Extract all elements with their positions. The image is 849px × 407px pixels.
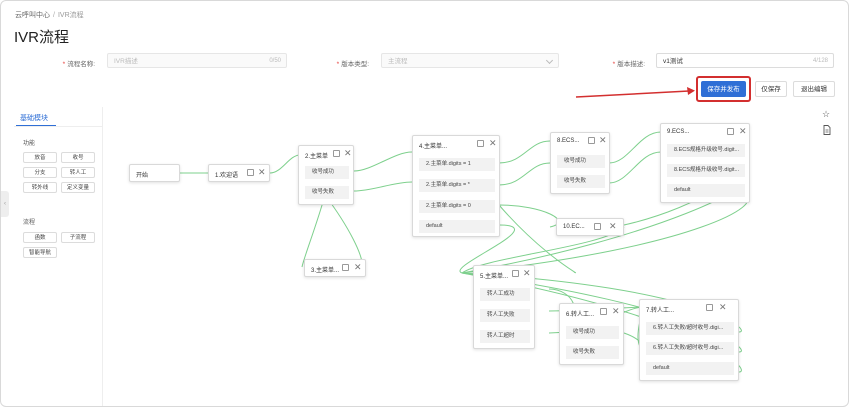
- branch-row[interactable]: 收号失败: [305, 186, 349, 199]
- document-icon[interactable]: [823, 125, 831, 137]
- flow-node-4[interactable]: 4.主菜单... ✕ 2.主菜单.digits = 1 2.主菜单.digits…: [412, 135, 500, 237]
- edit-icon[interactable]: [333, 150, 340, 157]
- flow-node-6[interactable]: 6.转人工... ✕ 收号成功 收号失败: [559, 303, 624, 365]
- breadcrumb: 云呼叫中心/IVR流程: [15, 10, 84, 20]
- close-icon[interactable]: ✕: [599, 135, 607, 145]
- close-icon[interactable]: ✕: [523, 268, 531, 278]
- flow-node-7[interactable]: 7.转人工... ✕ 6.转人工失败/超时收号.digi... 6.转人工失败/…: [639, 299, 739, 381]
- branch-row[interactable]: 6.转人工失败/超时收号.digi...: [646, 342, 734, 355]
- breadcrumb-separator: /: [53, 12, 55, 19]
- module-transfer-agent[interactable]: 转人工: [61, 167, 95, 178]
- close-icon[interactable]: ✕: [258, 167, 266, 177]
- save-and-publish-button[interactable]: 保存并发布: [701, 81, 746, 97]
- flow-node-3[interactable]: 3.主菜单... ✕: [304, 259, 366, 277]
- branch-row[interactable]: 转人工成功: [480, 288, 530, 301]
- version-desc-label: *版本描述:: [612, 61, 645, 68]
- flow-canvas[interactable]: ☆ 开始 1.欢迎语 ✕ 2.主菜单 ✕ 收号成功 收号失败 3.主菜单... …: [104, 107, 848, 406]
- edit-icon[interactable]: [588, 137, 595, 144]
- flow-section-title: 流程: [23, 220, 36, 226]
- edit-icon[interactable]: [706, 304, 713, 311]
- collapse-handle[interactable]: ‹: [1, 191, 9, 217]
- module-smart-navigation[interactable]: 智能导航: [23, 247, 57, 258]
- edit-icon[interactable]: [342, 264, 349, 271]
- branch-row[interactable]: 转人工超时: [480, 330, 530, 343]
- connector-lines: [180, 131, 749, 373]
- flow-name-label: *流程名称:: [62, 61, 95, 68]
- module-branch[interactable]: 分支: [23, 167, 57, 178]
- edit-icon[interactable]: [727, 128, 734, 135]
- flow-node-5[interactable]: 5.主菜单... ✕ 转人工成功 转人工失败 转人工超时: [473, 265, 535, 349]
- flow-node-2[interactable]: 2.主菜单 ✕ 收号成功 收号失败: [298, 145, 354, 205]
- module-define-variable[interactable]: 定义变量: [61, 182, 95, 193]
- flow-node-10[interactable]: 10.EC... ✕: [556, 218, 624, 236]
- branch-row[interactable]: 转人工失败: [480, 309, 530, 322]
- exit-edit-button[interactable]: 退出编辑: [793, 81, 835, 97]
- branch-row[interactable]: 2.主菜单.digits = 0: [419, 200, 495, 213]
- branch-row[interactable]: 收号成功: [566, 326, 619, 339]
- annotation-highlight-box: [696, 76, 751, 102]
- close-icon[interactable]: ✕: [609, 221, 617, 231]
- module-function[interactable]: 函数: [23, 232, 57, 243]
- module-transfer-external[interactable]: 转外线: [23, 182, 57, 193]
- breadcrumb-current: IVR流程: [57, 12, 84, 19]
- branch-row[interactable]: 收号成功: [557, 155, 605, 168]
- breadcrumb-root[interactable]: 云呼叫中心: [15, 12, 50, 19]
- save-only-button[interactable]: 仅保存: [755, 81, 787, 97]
- flow-node-start[interactable]: 开始: [129, 164, 180, 182]
- close-icon[interactable]: ✕: [719, 302, 727, 312]
- tab-basic-modules[interactable]: 基础模块: [20, 115, 48, 122]
- branch-row[interactable]: 2.主菜单.digits = *: [419, 179, 495, 192]
- module-play-audio[interactable]: 放音: [23, 152, 57, 163]
- branch-row[interactable]: default: [646, 362, 734, 375]
- module-collect-digits[interactable]: 收号: [61, 152, 95, 163]
- flow-node-1[interactable]: 1.欢迎语 ✕: [208, 164, 270, 182]
- edit-icon[interactable]: [594, 223, 601, 230]
- close-icon[interactable]: ✕: [739, 126, 747, 136]
- page-title: IVR流程: [14, 29, 70, 46]
- branch-row[interactable]: default: [419, 220, 495, 233]
- version-type-label: *版本类型:: [336, 61, 369, 68]
- module-panel: 基础模块 功能 放音 收号 分支 转人工 转外线 定义变量 流程 函数 子流程 …: [14, 107, 103, 406]
- flow-node-9[interactable]: 9.ECS... ✕ 8.ECS规格升级收号.digit... 8.ECS规格升…: [660, 123, 750, 203]
- close-icon[interactable]: ✕: [354, 262, 362, 272]
- close-icon[interactable]: ✕: [344, 148, 352, 158]
- branch-row[interactable]: 收号成功: [305, 166, 349, 179]
- module-subflow[interactable]: 子流程: [61, 232, 95, 243]
- branch-row[interactable]: 收号失败: [566, 346, 619, 359]
- edit-icon[interactable]: [512, 270, 519, 277]
- edit-icon[interactable]: [247, 169, 254, 176]
- chevron-down-icon: [545, 56, 554, 65]
- branch-row[interactable]: 2.主菜单.digits = 1: [419, 158, 495, 171]
- version-desc-count: 4/128: [812, 58, 828, 64]
- branch-row[interactable]: 收号失败: [557, 175, 605, 188]
- close-icon[interactable]: ✕: [612, 306, 620, 316]
- edit-icon[interactable]: [600, 308, 607, 315]
- flow-node-8[interactable]: 8.ECS... ✕ 收号成功 收号失败: [550, 132, 610, 194]
- version-type-select[interactable]: 主流程: [381, 53, 559, 68]
- branch-row[interactable]: 8.ECS规格升级收号.digit...: [667, 164, 745, 177]
- branch-row[interactable]: 8.ECS规格升级收号.digit...: [667, 144, 745, 157]
- function-section-title: 功能: [23, 141, 36, 147]
- panel-divider: [14, 126, 102, 127]
- flow-name-count: 0/50: [269, 58, 281, 64]
- branch-row[interactable]: 6.转人工失败/超时收号.digi...: [646, 322, 734, 335]
- active-tab-indicator: [16, 125, 56, 127]
- branch-row[interactable]: default: [667, 184, 745, 197]
- edit-icon[interactable]: [477, 140, 484, 147]
- star-icon[interactable]: ☆: [822, 109, 831, 119]
- close-icon[interactable]: ✕: [489, 138, 497, 148]
